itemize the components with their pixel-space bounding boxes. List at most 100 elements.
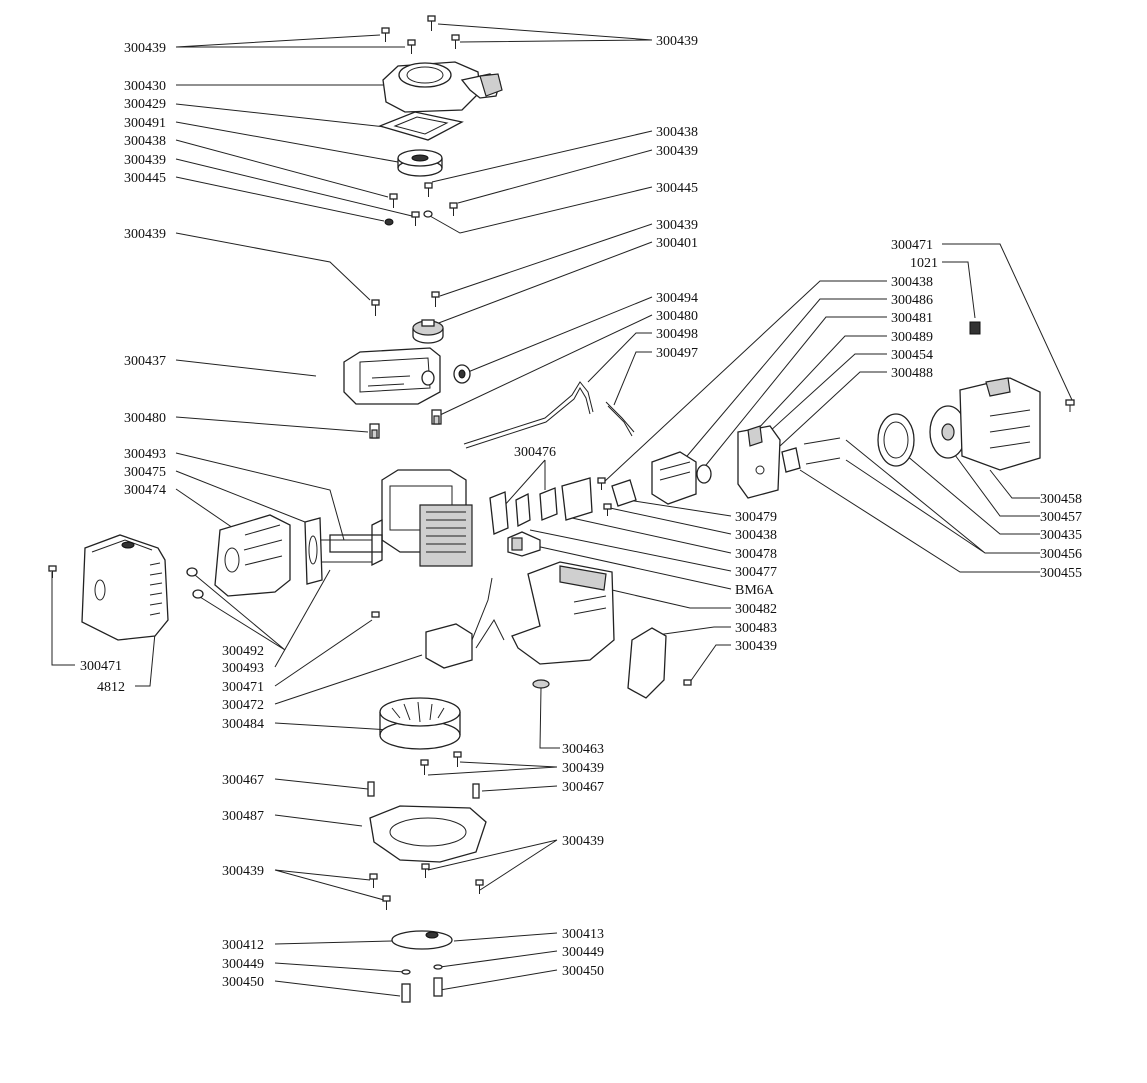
part-number: 300498 <box>656 327 698 342</box>
part-number: 300480 <box>656 309 698 324</box>
part-number-labels: 300439 300439 300430 300429 300491 30043… <box>80 34 1082 990</box>
air-filter-cover <box>959 377 1041 471</box>
part-number: 300439 <box>124 153 166 168</box>
flywheel <box>379 697 461 750</box>
part-number: 300482 <box>735 602 777 617</box>
air-filter-base <box>737 425 781 499</box>
part-number: 300489 <box>891 330 933 345</box>
part-number: 1021 <box>910 256 938 271</box>
part-number: 300439 <box>656 218 698 233</box>
part-number: 300487 <box>222 809 264 824</box>
part-number: 300439 <box>656 34 698 49</box>
grommet <box>453 364 471 384</box>
screw-300439-b <box>427 15 436 31</box>
muffler-body <box>214 514 291 597</box>
screws-mid <box>371 182 458 316</box>
part-number: 300449 <box>562 945 604 960</box>
part-number: 300483 <box>735 621 777 636</box>
part-number: 300412 <box>222 938 264 953</box>
part-number: 300480 <box>124 411 166 426</box>
part-number: 300449 <box>222 957 264 972</box>
parts-drawing <box>48 15 1075 1003</box>
part-number: 300484 <box>222 717 264 732</box>
part-number: 300479 <box>735 510 777 525</box>
screws-bottom <box>369 863 484 910</box>
part-number: 4812 <box>97 680 125 695</box>
engine-cylinder <box>320 469 473 567</box>
throttle-handle <box>627 627 692 699</box>
part-number: 300435 <box>1040 528 1082 543</box>
part-number: 300439 <box>562 761 604 776</box>
part-number: 300471 <box>80 659 122 674</box>
intake-gaskets <box>489 477 637 535</box>
part-number: 300476 <box>514 445 556 460</box>
part-number: 300474 <box>124 483 166 498</box>
part-number: 300438 <box>735 528 777 543</box>
screw-300439-a <box>381 27 390 42</box>
part-number: 300488 <box>891 366 933 381</box>
part-number: 300437 <box>124 354 166 369</box>
air-filter-element <box>877 405 967 467</box>
part-number: 300439 <box>222 864 264 879</box>
recoil-starter <box>382 61 503 113</box>
leader-lines <box>51 23 1073 997</box>
damper <box>532 679 550 689</box>
fuel-cap <box>412 319 444 344</box>
part-number: 300463 <box>562 742 604 757</box>
screw-300471-left <box>48 565 57 578</box>
fuel-lines <box>463 381 635 449</box>
part-number: 300456 <box>1040 547 1082 562</box>
part-number: 300439 <box>656 144 698 159</box>
screw-300439-d <box>451 34 460 49</box>
part-number: 300497 <box>656 346 698 361</box>
part-number: 300450 <box>222 975 264 990</box>
part-number: 300439 <box>562 834 604 849</box>
choke-parts <box>781 437 841 473</box>
part-number: 300493 <box>124 447 166 462</box>
part-number: 300467 <box>562 780 604 795</box>
part-number: 300481 <box>891 311 933 326</box>
fan-housing <box>369 805 487 863</box>
part-number: 300445 <box>124 171 166 186</box>
exhaust-gaskets <box>304 517 323 585</box>
part-number: 300458 <box>1040 492 1082 507</box>
standoffs <box>369 409 442 439</box>
carburetor <box>651 451 712 505</box>
part-number: 300491 <box>124 116 166 131</box>
part-number: 300438 <box>656 125 698 140</box>
part-number: 300439 <box>735 639 777 654</box>
fuel-tank <box>343 347 441 405</box>
part-number: 300455 <box>1040 566 1082 581</box>
clutch-plate <box>391 930 453 950</box>
part-number: 300478 <box>735 547 777 562</box>
clutch-bolts <box>401 964 443 1003</box>
part-number: 300429 <box>124 97 166 112</box>
muffler-cover <box>81 534 169 641</box>
part-number: 300486 <box>891 293 933 308</box>
part-number: 300494 <box>656 291 698 306</box>
part-number: 300430 <box>124 79 166 94</box>
part-number: 300413 <box>562 927 604 942</box>
part-number: 300492 <box>222 644 264 659</box>
fan-shroud <box>511 561 615 665</box>
part-number: 300438 <box>891 275 933 290</box>
switch-1021 <box>969 321 1075 412</box>
part-number: 300439 <box>124 227 166 242</box>
part-number: 300445 <box>656 181 698 196</box>
part-number: BM6A <box>735 583 775 598</box>
part-number: 300450 <box>562 964 604 979</box>
part-number: 300467 <box>222 773 264 788</box>
part-number: 300477 <box>735 565 777 580</box>
part-number: 300472 <box>222 698 264 713</box>
part-number: 300471 <box>222 680 264 695</box>
part-number: 300493 <box>222 661 264 676</box>
screw-300439-c <box>407 39 416 54</box>
nuts <box>186 567 204 599</box>
spark-plug <box>507 531 541 557</box>
starter-pulley <box>397 149 443 177</box>
ignition-coil <box>371 577 505 669</box>
part-number: 300457 <box>1040 510 1082 525</box>
part-number: 300471 <box>891 238 933 253</box>
part-number: 300438 <box>124 134 166 149</box>
